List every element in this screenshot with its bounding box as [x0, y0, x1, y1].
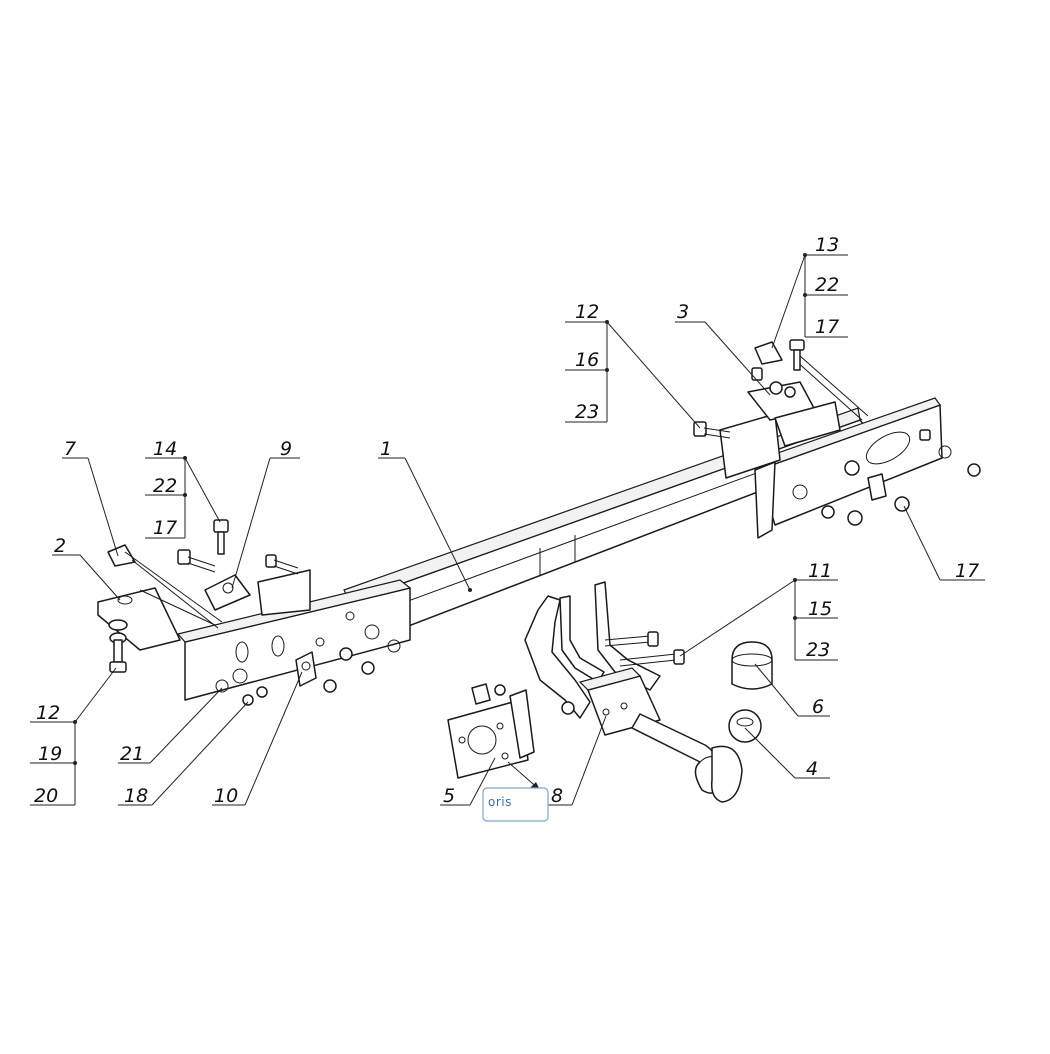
label-part-14: 14	[153, 438, 177, 460]
label-part-1: 1	[380, 438, 392, 460]
label-part-16: 16	[575, 349, 599, 371]
label-part-21: 21	[120, 743, 144, 765]
label-part-11: 11	[808, 560, 832, 582]
hitch-support	[524, 581, 661, 736]
label-part-4: 4	[806, 758, 818, 780]
right-hook-bracket	[754, 339, 869, 421]
towbar-drawing	[97, 339, 981, 803]
socket-plate	[447, 683, 535, 779]
label-part-22-top: 22	[815, 274, 839, 296]
hitch-bolts	[604, 631, 685, 667]
label-part-10: 10	[214, 785, 238, 807]
left-hook-bracket	[107, 544, 223, 629]
lower-left-bolt	[108, 619, 128, 673]
label-part-15: 15	[808, 598, 832, 620]
label-part-9: 9	[280, 438, 292, 460]
label-part-5: 5	[443, 785, 455, 807]
part-labels: 1 2 3 4 5 6 7 8 9 10 11 12 12 13 14 15 1…	[34, 234, 979, 807]
label-part-17-left: 17	[153, 517, 177, 539]
left-bolts	[177, 519, 299, 575]
label-part-2: 2	[54, 535, 66, 557]
label-part-22-left: 22	[153, 475, 177, 497]
label-part-23-left: 23	[575, 401, 599, 423]
label-part-13: 13	[815, 234, 839, 256]
logo-text: oris	[488, 795, 512, 809]
right-side-assembly	[719, 381, 952, 539]
left-upper-bracket	[204, 569, 311, 616]
label-part-20: 20	[34, 785, 58, 807]
label-part-6: 6	[812, 696, 824, 718]
main-cross-beam	[343, 407, 881, 641]
tow-hook-arm	[631, 709, 762, 803]
label-part-3: 3	[677, 301, 689, 323]
label-part-8: 8	[551, 785, 563, 807]
label-part-23-right: 23	[806, 639, 830, 661]
label-part-12-right: 12	[575, 301, 599, 323]
label-part-17-top: 17	[815, 316, 839, 338]
label-part-18: 18	[124, 785, 148, 807]
label-part-19: 19	[38, 743, 62, 765]
ball-cover-cap	[731, 641, 773, 690]
logo-frame	[482, 787, 549, 822]
label-part-17-right: 17	[955, 560, 979, 582]
oris-logo: oris	[482, 787, 549, 822]
label-part-12-left: 12	[36, 702, 60, 724]
label-part-7: 7	[64, 438, 76, 460]
left-side-bracket	[97, 587, 216, 651]
left-nuts	[242, 647, 375, 706]
right-bolts-nuts	[693, 367, 981, 526]
